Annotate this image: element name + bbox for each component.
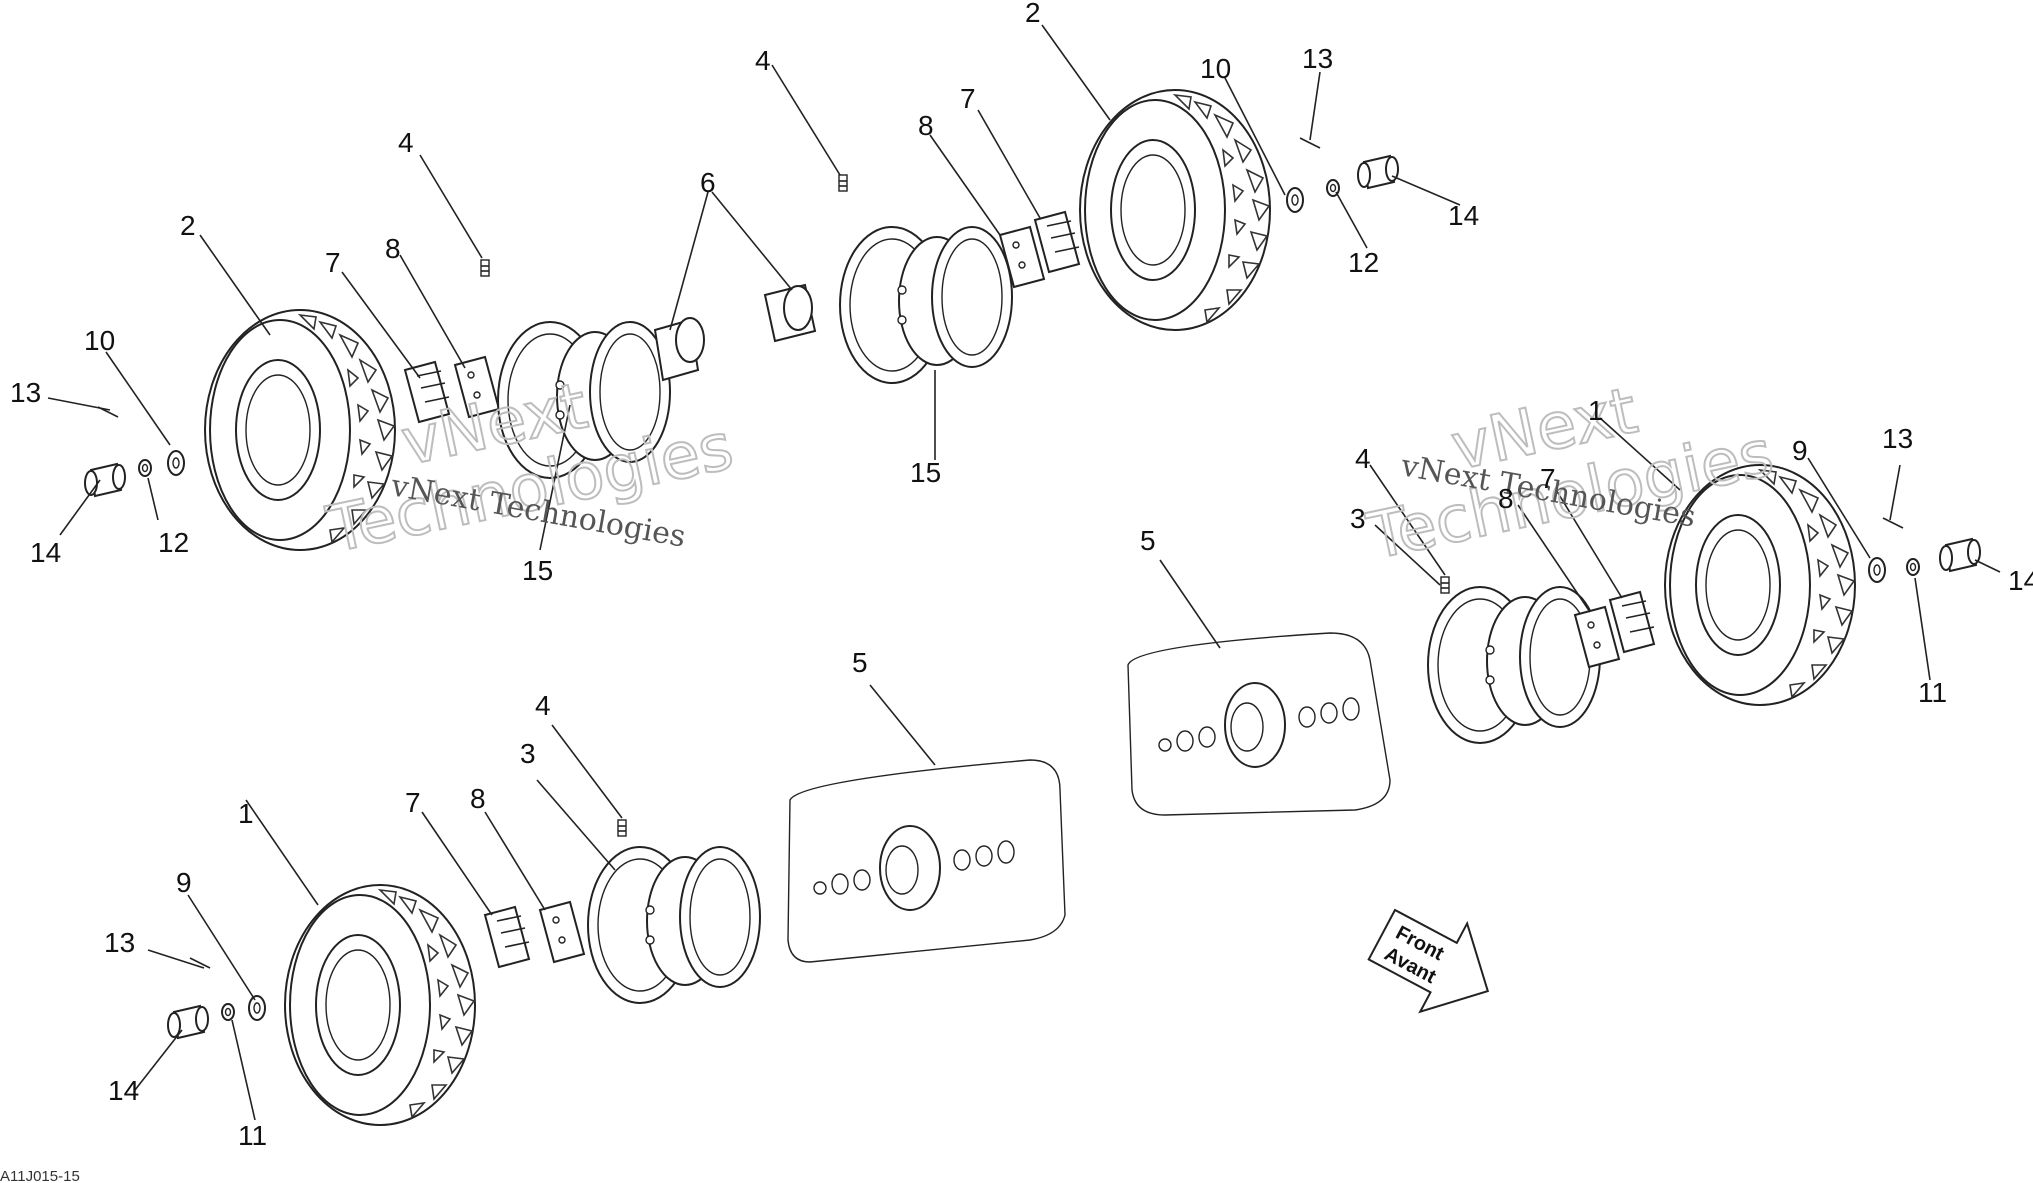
callout-14: 14	[1448, 200, 1479, 231]
rim-icon	[839, 226, 1013, 384]
callout-8: 8	[918, 110, 934, 141]
callout-11: 11	[238, 1120, 267, 1151]
callout-7: 7	[960, 83, 976, 114]
lower-left-wheel-assembly	[167, 819, 761, 1126]
callout-7: 7	[405, 787, 421, 818]
callout-13: 13	[104, 927, 135, 958]
callout-3: 3	[1350, 503, 1366, 534]
rim-icon	[1427, 586, 1601, 744]
document-code: A11J015-15	[0, 1168, 80, 1183]
callout-1: 1	[238, 798, 254, 829]
callout-12: 12	[1348, 247, 1379, 278]
washer-icon	[1286, 187, 1304, 213]
nut-icon	[138, 459, 152, 477]
washer-icon	[248, 995, 266, 1021]
callout-4: 4	[755, 45, 771, 76]
tire-icon	[1079, 89, 1271, 331]
callout-14: 14	[2008, 565, 2033, 596]
nut-icon	[1906, 558, 1920, 576]
callout-14: 14	[30, 537, 61, 568]
washer-icon	[1868, 557, 1886, 583]
hub-cap-icon	[1357, 155, 1399, 189]
callout-10: 10	[1200, 53, 1231, 84]
hub-plate-icon	[539, 901, 585, 963]
stud-plate-icon	[484, 906, 530, 968]
valve-stem-icon	[617, 819, 627, 837]
stud-plate-icon	[1034, 211, 1080, 273]
callout-9: 9	[1792, 435, 1808, 466]
tire-icon	[284, 884, 476, 1126]
callout-6: 6	[700, 167, 716, 198]
callout-13: 13	[1302, 43, 1333, 74]
callout-10: 10	[84, 325, 115, 356]
callout-15: 15	[910, 457, 941, 488]
callout-13: 13	[1882, 423, 1913, 454]
upper-left-wheel-assembly	[84, 259, 705, 551]
callout-9: 9	[176, 867, 192, 898]
callout-7: 7	[325, 247, 341, 278]
front-arrow-icon: Front Avant	[1367, 908, 1490, 1014]
valve-stem-icon	[838, 174, 848, 192]
callout-3: 3	[520, 738, 536, 769]
callout-5: 5	[852, 647, 868, 678]
callout-11: 11	[1918, 677, 1947, 708]
stud-plate-icon	[1609, 591, 1655, 653]
callout-4: 4	[535, 690, 551, 721]
callout-8: 8	[1498, 483, 1514, 514]
callout-1: 1	[1588, 395, 1604, 426]
callout-8: 8	[385, 233, 401, 264]
callout-13: 13	[10, 377, 41, 408]
callout-14: 14	[108, 1075, 139, 1106]
callout-2: 2	[1025, 0, 1041, 28]
callout-5: 5	[1140, 525, 1156, 556]
callout-labels: 1 2 2 3 3 4 4 4 4 5 5 6 7 7 7 7 8 8 8 8 …	[10, 0, 2033, 1151]
lower-middle-hub-group	[787, 759, 1066, 963]
callout-4: 4	[398, 127, 414, 158]
callout-4: 4	[1355, 443, 1371, 474]
rim-icon	[587, 846, 761, 1004]
valve-stem-icon	[480, 259, 490, 277]
callout-15: 15	[522, 555, 553, 586]
washer-icon	[167, 450, 185, 476]
upper-middle-wheel-assembly	[763, 89, 1399, 384]
right-hub-group	[1127, 632, 1391, 816]
hub-cap-icon	[167, 1005, 209, 1039]
cotter-pin-icon	[1882, 517, 1904, 529]
callout-7: 7	[1540, 463, 1556, 494]
callout-8: 8	[470, 783, 486, 814]
valve-stem-icon	[1440, 576, 1450, 594]
nut-icon	[221, 1003, 235, 1021]
callout-12: 12	[158, 527, 189, 558]
hub-cap-icon	[1939, 538, 1981, 572]
callout-2: 2	[180, 210, 196, 241]
leader-lines	[47, 24, 2001, 1121]
